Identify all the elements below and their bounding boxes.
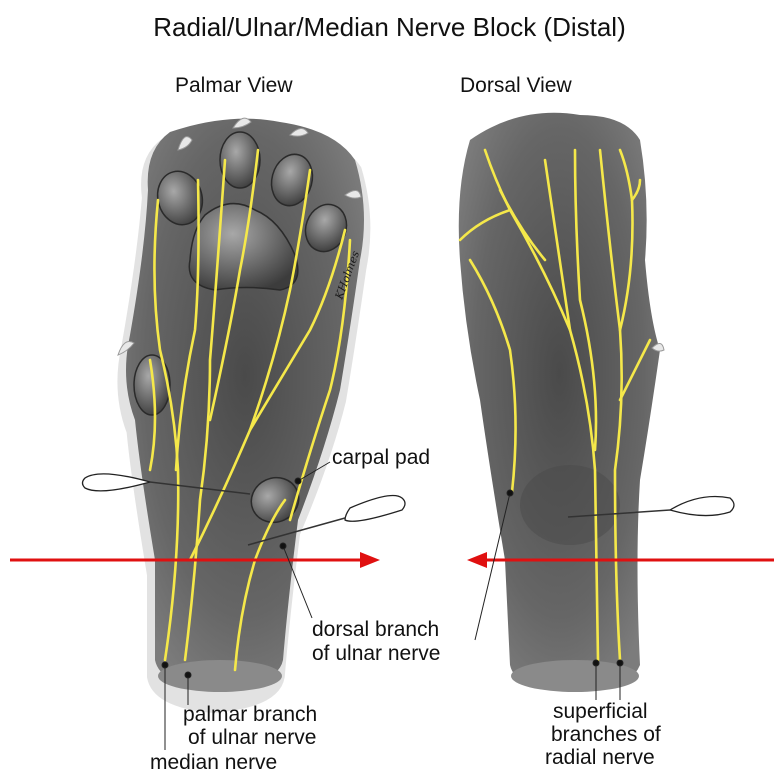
label-superficial-line3: radial nerve [545,746,655,769]
label-carpal-pad: carpal pad [332,446,430,469]
label-dorsal-branch-line2: of ulnar nerve [312,642,440,665]
label-palmar-branch-line2: of ulnar nerve [188,726,316,749]
palmar-view-caption: Palmar View [175,74,293,97]
dorsal-view-caption: Dorsal View [460,74,572,97]
label-superficial-line2: branches of [551,723,661,746]
label-superficial-line1: superficial [553,700,648,723]
dorsal-limb [459,113,660,692]
label-dorsal-branch-line1: dorsal branch [312,618,439,641]
label-palmar-branch-line1: palmar branch [183,703,317,726]
label-median-nerve: median nerve [150,751,277,774]
